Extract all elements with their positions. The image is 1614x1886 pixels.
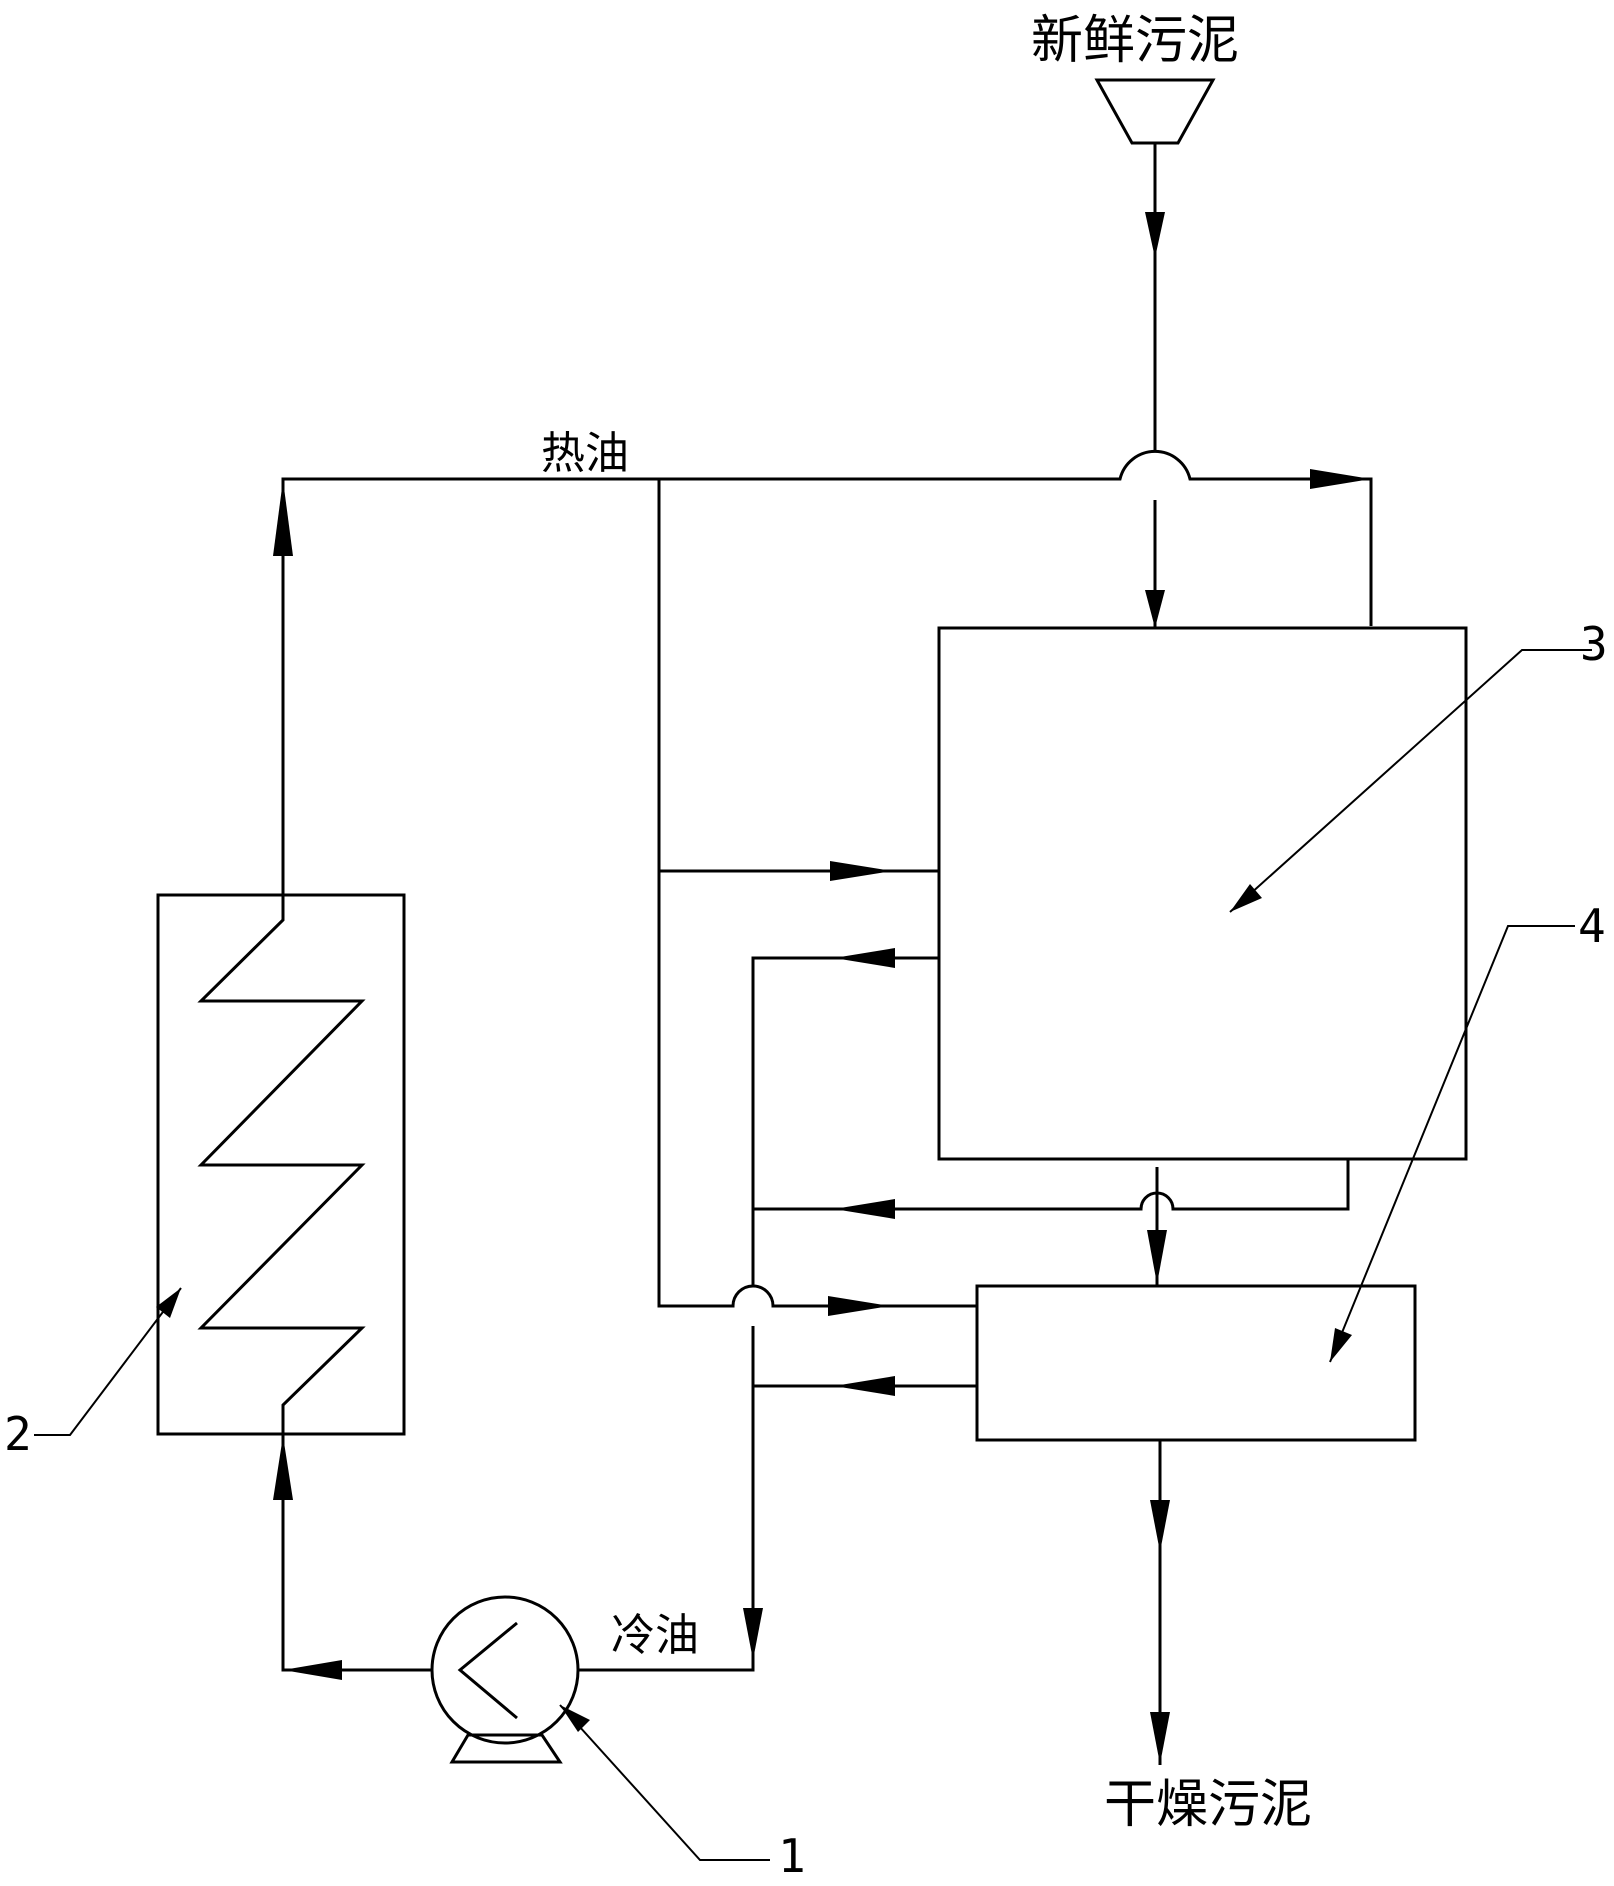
hot-oil-rise-arrow [273,480,293,556]
callout-1-number: 1 [778,1829,806,1883]
cold-oil-down-arrow [743,1608,763,1660]
callout-1-arrow [560,1705,590,1732]
hot-oil-to-dryer3-arrow [830,861,892,881]
callout-1-leader [559,1704,770,1861]
hot-oil-top-arrow [1310,469,1371,489]
callout-3-number: 3 [1580,617,1608,671]
dried-sludge-arrow-2 [1150,1712,1170,1764]
pump-base [449,1733,563,1764]
pump-outlet-arrow [283,1660,342,1680]
oil-to-heater-line [281,1434,432,1672]
heater-coil [197,895,366,1434]
heater-2-body [156,893,406,1436]
dryer-3-body [937,626,1468,1161]
callout-2-leader [34,1287,182,1436]
callout-2-arrow [156,1288,181,1318]
hot-oil-main-line [281,449,1373,895]
sludge-transfer-arrow [1147,1230,1167,1284]
pump-impeller-symbol [457,1621,518,1720]
feed-hopper [1094,78,1216,145]
label-fresh-sludge: 新鲜污泥 [1031,11,1239,71]
callout-3-leader [1229,649,1592,913]
label-hot-oil: 热油 [541,428,629,479]
callout-4-leader [1329,925,1575,1363]
oil-to-heater-arrow [273,1436,293,1500]
cold-oil-return-from-dryer3 [577,956,939,1672]
callout-4-number: 4 [1578,899,1606,953]
label-dried-sludge: 干燥污泥 [1104,1775,1312,1835]
callout-2-number: 2 [4,1407,32,1461]
hot-oil-branch-line [657,479,977,1308]
dryer-4-body [975,1284,1417,1442]
cold-oil-return-arrow-dryer4 [834,1376,895,1396]
callout-4-arrow [1330,1328,1352,1362]
sludge-feed-arrow-2 [1145,590,1165,628]
pump-casing [430,1595,580,1745]
cold-oil-return-arrow-dryer3 [834,948,895,968]
callout-3-arrow [1230,884,1262,912]
hot-oil-to-dryer4-arrow [828,1296,890,1316]
label-cold-oil: 冷油 [611,1610,699,1661]
dried-sludge-arrow-1 [1150,1500,1170,1552]
sludge-feed-arrow-1 [1145,212,1165,258]
cold-oil-return-arrow-jacket [834,1199,895,1219]
cold-oil-return-jacket-line [753,1159,1350,1211]
pump-1 [430,1595,580,1764]
